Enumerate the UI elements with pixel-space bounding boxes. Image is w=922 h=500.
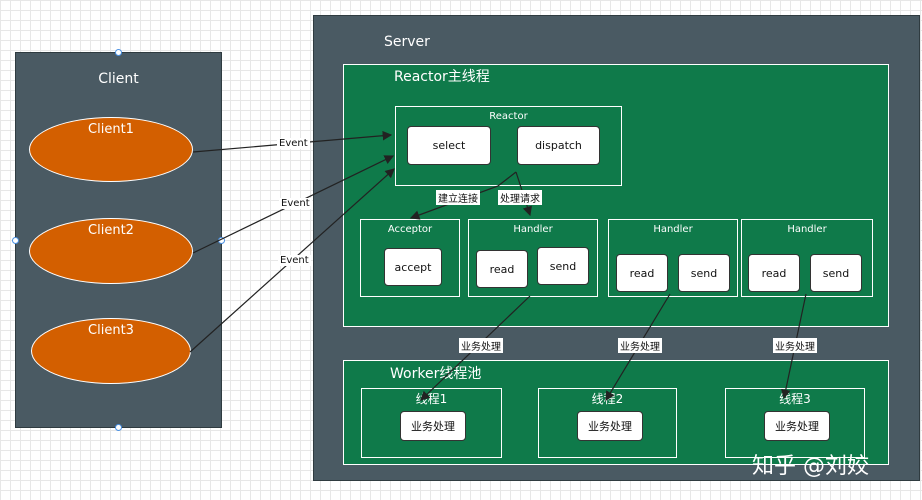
- server-title: Server: [384, 34, 430, 50]
- handler3-title: Handler: [787, 224, 827, 235]
- reactor-title: Reactor: [489, 111, 528, 122]
- event-label-2: Event: [279, 198, 312, 209]
- watermark-text: 知乎 @刘姣: [752, 454, 869, 479]
- resize-handle-left[interactable]: [12, 237, 19, 244]
- resize-handle-top[interactable]: [115, 49, 122, 56]
- client1-node[interactable]: Client1: [29, 117, 193, 182]
- client-title: Client: [98, 71, 139, 87]
- business-label-3: 业务处理: [773, 338, 817, 353]
- handler1-title: Handler: [513, 224, 553, 235]
- client1-label: Client1: [88, 122, 134, 137]
- thread2-task-box[interactable]: 业务处理: [577, 411, 643, 441]
- handler2-title: Handler: [653, 224, 693, 235]
- request-label: 处理请求: [498, 190, 542, 205]
- client3-label: Client3: [88, 323, 134, 338]
- event-label-3: Event: [278, 255, 311, 266]
- business-label-2: 业务处理: [618, 338, 662, 353]
- event-label-1: Event: [277, 138, 310, 149]
- business-label-1: 业务处理: [459, 338, 503, 353]
- thread1-task-box[interactable]: 业务处理: [400, 411, 466, 441]
- connect-arrow[interactable]: [409, 171, 517, 220]
- accept-box[interactable]: accept: [384, 248, 442, 286]
- connect-label: 建立连接: [436, 190, 480, 205]
- handler1-read-box[interactable]: read: [476, 250, 528, 288]
- reactor-thread-title: Reactor主线程: [394, 69, 490, 85]
- acceptor-title: Acceptor: [387, 224, 433, 235]
- thread3-task-box[interactable]: 业务处理: [764, 411, 830, 441]
- handler2-send-box[interactable]: send: [678, 254, 730, 292]
- dispatch-box[interactable]: dispatch: [517, 126, 600, 165]
- handler2-read-box[interactable]: read: [616, 254, 668, 292]
- select-box[interactable]: select: [407, 126, 491, 165]
- resize-handle-bottom[interactable]: [115, 424, 122, 431]
- client2-label: Client2: [88, 223, 134, 238]
- client3-node[interactable]: Client3: [31, 318, 191, 384]
- client2-node[interactable]: Client2: [29, 218, 193, 284]
- handler3-read-box[interactable]: read: [748, 254, 800, 292]
- worker-pool-title: Worker线程池: [390, 366, 482, 382]
- handler3-send-box[interactable]: send: [810, 254, 862, 292]
- handler1-send-box[interactable]: send: [537, 247, 589, 285]
